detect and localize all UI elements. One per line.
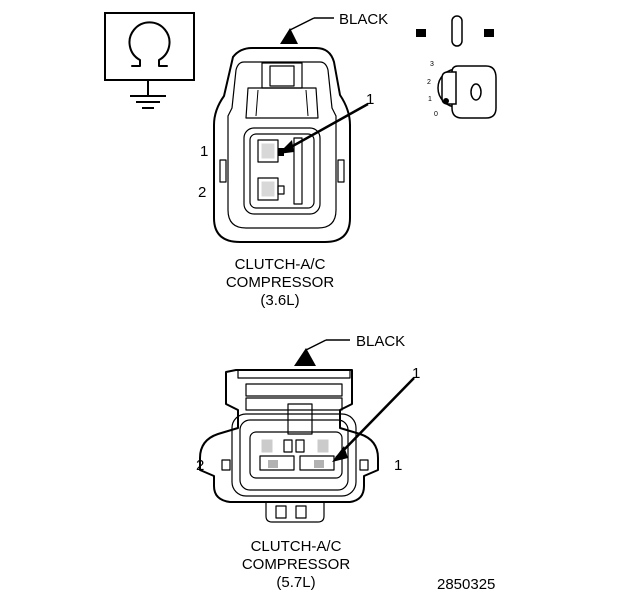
connector-3-6l-color-label: BLACK [339,11,388,28]
connector-5-7l [199,339,415,523]
figure-number: 2850325 [437,576,495,593]
connector-5-7l-name-line2: COMPRESSOR [242,556,351,573]
ignition-position-0: 0 [434,111,438,118]
ignition-key-icon [416,15,497,119]
connector-3-6l-cavity-1: 1 [200,143,208,160]
connector-5-7l-pin-callout: 1 [412,365,420,382]
connector-3-6l [213,17,369,243]
ignition-position-1: 1 [428,96,432,103]
connector-5-7l-cavity-2: 2 [196,457,204,474]
connector-3-6l-name-line3: (3.6L) [260,292,299,309]
connector-5-7l-name-line3: (5.7L) [276,574,315,591]
connector-3-6l-name-line1: CLUTCH-A/C [235,256,326,273]
connector-3-6l-name-line2: COMPRESSOR [226,274,335,291]
ohm-ground-icon [104,12,195,109]
connector-5-7l-color-label: BLACK [356,333,405,350]
ignition-position-3: 3 [430,61,434,68]
connector-3-6l-cavity-2: 2 [198,184,206,201]
ignition-position-2: 2 [427,79,431,86]
connector-5-7l-cavity-1: 1 [394,457,402,474]
connector-5-7l-name-line1: CLUTCH-A/C [251,538,342,555]
connector-3-6l-pin-callout: 1 [366,91,374,108]
